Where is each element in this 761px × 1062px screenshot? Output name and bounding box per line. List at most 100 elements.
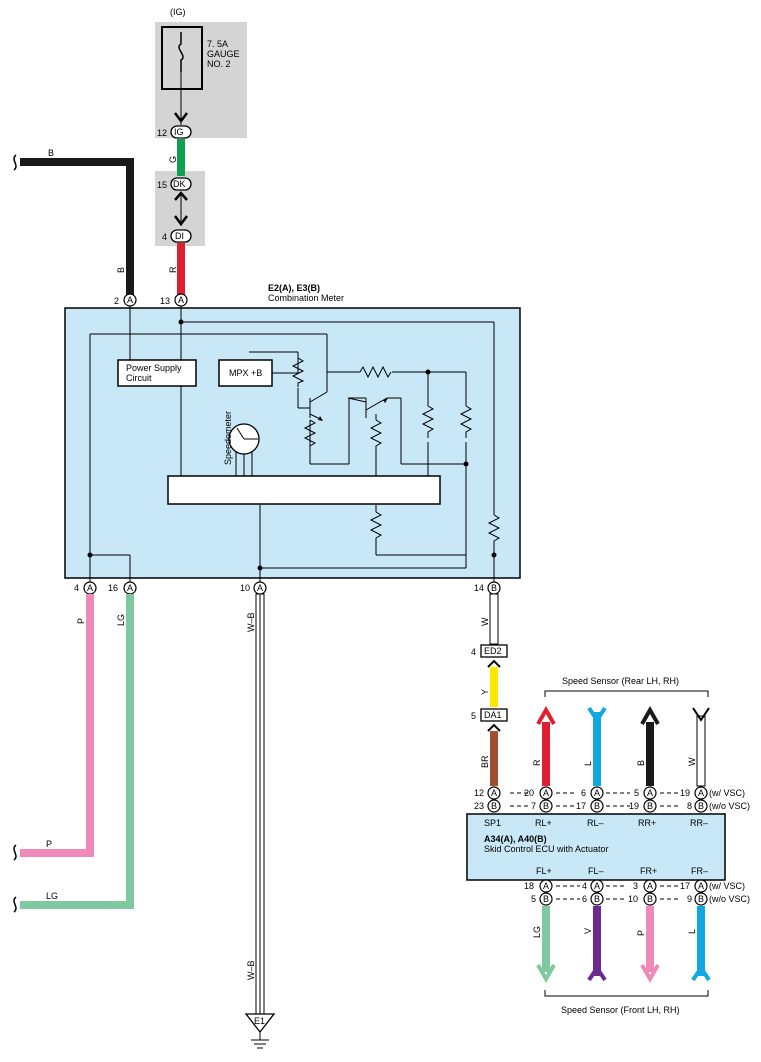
wire-p-label: P	[76, 618, 86, 624]
di-arrow-icon	[174, 215, 188, 227]
ecu-fl-plus-pin-a-conn: A	[543, 881, 549, 891]
meter-pin16-conn: A	[127, 583, 133, 593]
ecu-top-wo-vsc-note: (w/o VSC)	[709, 801, 750, 811]
ecu-top-dashes	[510, 792, 680, 807]
combination-meter-box	[64, 307, 521, 579]
ecu-rl-plus-pin-a-number: 20	[524, 788, 534, 798]
mpx-label: MPX +B	[229, 368, 262, 378]
ecu-title: A34(A), A40(B)	[484, 834, 547, 844]
ecu-rr-plus-pin-b	[643, 799, 657, 813]
di-pin-number: 4	[162, 232, 167, 242]
ig-pin-number: 12	[157, 128, 167, 138]
ecu-rr-minus-pin-a-conn: A	[698, 788, 704, 798]
meter-pin2-conn: A	[127, 295, 133, 305]
ed2-connector-code: ED2	[484, 646, 502, 656]
ecu-fl-plus-pin-a	[539, 879, 553, 893]
da1-arrow-icon	[487, 723, 501, 732]
wire-b-vert-label: B	[116, 267, 126, 273]
ecu-terminal-rr-plus: RR+	[638, 818, 656, 828]
ecu-fr-plus-pin-a-number: 3	[633, 881, 638, 891]
ecu-rl-plus-pin-a	[539, 786, 553, 800]
ground-e1-icon	[244, 1013, 276, 1034]
ecu-sp1-pin-b	[487, 799, 501, 813]
wire-w-b-label: W–B	[246, 612, 256, 632]
ecu-rl-minus-pin-b-number: 17	[576, 801, 586, 811]
ecu-sp1-pin-b-number: 23	[474, 801, 484, 811]
ecu-rr-plus-pin-a	[643, 786, 657, 800]
wire-g	[177, 139, 185, 176]
wire-front-p	[646, 906, 654, 972]
fuse-source-label: (IG)	[170, 7, 186, 17]
meter-title: E2(A), E3(B)	[268, 283, 320, 293]
ecu-bottom-wo-vsc-note: (w/o VSC)	[709, 894, 750, 904]
ed2-pin-number: 4	[471, 647, 476, 657]
ecu-rl-plus-pin-b-number: 7	[531, 801, 536, 811]
ecu-terminal-fl-minus: FL–	[588, 866, 604, 876]
ecu-fl-minus-pin-a-number: 4	[582, 881, 587, 891]
ecu-fr-minus-pin-a-number: 17	[680, 881, 690, 891]
ig-connector-code: IG	[174, 127, 184, 137]
wire-g-label: G	[168, 156, 178, 163]
rear-sensor-label: Speed Sensor (Rear LH, RH)	[562, 676, 679, 686]
wire-b-break-icon	[13, 154, 17, 171]
wire-w	[489, 593, 499, 645]
skid-control-ecu-box	[466, 813, 726, 881]
ecu-rl-minus-pin-a-conn: A	[594, 788, 600, 798]
ed2-connector	[480, 644, 508, 658]
ecu-terminal-rl-minus: RL–	[587, 818, 604, 828]
ecu-fr-plus-pin-b-conn: B	[647, 894, 653, 904]
wire-lg-break-icon	[13, 896, 17, 913]
ed2-arrow-icon	[487, 659, 501, 668]
meter-pin4-conn: A	[87, 583, 93, 593]
mpx-box	[218, 359, 273, 387]
meter-pin16-number: 16	[108, 583, 118, 593]
ecu-rr-minus-pin-a	[694, 786, 708, 800]
ecu-fr-minus-pin-a-conn: A	[698, 881, 704, 891]
meter-subtitle: Combination Meter	[268, 293, 344, 303]
ecu-bottom-w-vsc-note: (w/ VSC)	[709, 881, 745, 891]
wire-front-lg-arrow-icon	[536, 964, 556, 984]
ecu-rl-minus-pin-b-conn: B	[594, 801, 600, 811]
wire-p	[20, 594, 94, 857]
ecu-fl-minus-pin-b-conn: B	[594, 894, 600, 904]
wire-p-break-icon	[13, 844, 17, 861]
ecu-rr-minus-pin-b-number: 8	[687, 801, 692, 811]
wire-lg	[20, 594, 134, 909]
wire-b-top-label: B	[48, 148, 54, 158]
meter-pin14-conn: B	[491, 583, 497, 593]
power-supply-label-1: Power Supply	[126, 363, 182, 373]
ecu-fl-plus-pin-b-number: 5	[531, 894, 536, 904]
wire-front-l	[697, 906, 705, 976]
ecu-rr-plus-pin-a-conn: A	[647, 788, 653, 798]
ecu-rr-plus-pin-b-conn: B	[647, 801, 653, 811]
ecu-fr-minus-pin-b	[694, 892, 708, 906]
fuse-box	[161, 26, 203, 90]
wire-rear-b-label: B	[636, 760, 646, 766]
wire-rear-w-arrow-icon	[692, 707, 710, 722]
ecu-rr-minus-pin-b	[694, 799, 708, 813]
wire-w-b-label-2: W–B	[246, 960, 256, 980]
ecu-rr-plus-pin-b-number: 19	[629, 801, 639, 811]
ecu-rr-minus-pin-a-number: 19	[680, 788, 690, 798]
rear-sensor-bracket	[544, 690, 709, 697]
ecu-sp1-pin-a-conn: A	[491, 788, 497, 798]
ecu-terminal-sp1: SP1	[484, 818, 501, 828]
ecu-sp1-pin-b-conn: B	[491, 801, 497, 811]
ground-symbol-icon	[251, 1032, 269, 1049]
dk-pin-number: 15	[157, 180, 167, 190]
ecu-fl-plus-pin-b-conn: B	[543, 894, 549, 904]
wire-rear-w	[696, 715, 706, 787]
wire-front-v-label: V	[583, 928, 593, 934]
da1-pin-number: 5	[471, 711, 476, 721]
wire-rear-r	[542, 722, 550, 786]
di-connector	[170, 229, 192, 243]
ecu-fl-minus-pin-b-number: 6	[582, 894, 587, 904]
ecu-rr-plus-pin-a-number: 5	[634, 788, 639, 798]
wire-w-label: W	[480, 617, 490, 626]
wire-rear-b-arrow-icon	[640, 705, 660, 725]
ecu-sp1-pin-a	[487, 786, 501, 800]
ecu-fl-plus-pin-b	[539, 892, 553, 906]
front-sensor-label: Speed Sensor (Front LH, RH)	[561, 1005, 680, 1015]
wire-br-label: BR	[480, 755, 490, 768]
